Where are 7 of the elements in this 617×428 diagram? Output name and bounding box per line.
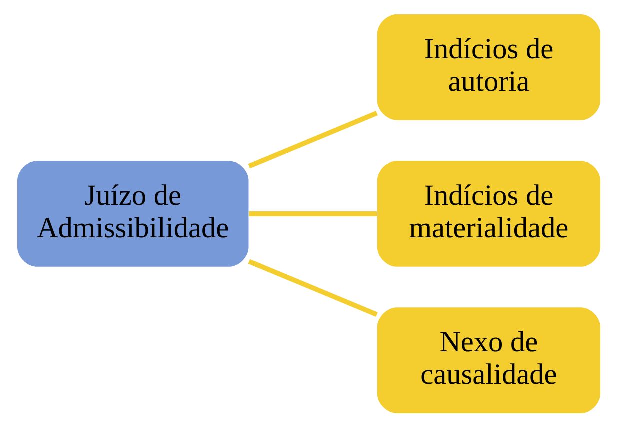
- node-box: Nexo de causalidade: [376, 308, 600, 414]
- node-box: Indícios de materialidade: [376, 161, 600, 267]
- node-box: Juízo de Admissibilidade: [17, 161, 248, 267]
- connector: [248, 212, 377, 216]
- connector: [248, 259, 378, 317]
- connector: [248, 111, 378, 169]
- node-box: Indícios de autoria: [376, 14, 600, 120]
